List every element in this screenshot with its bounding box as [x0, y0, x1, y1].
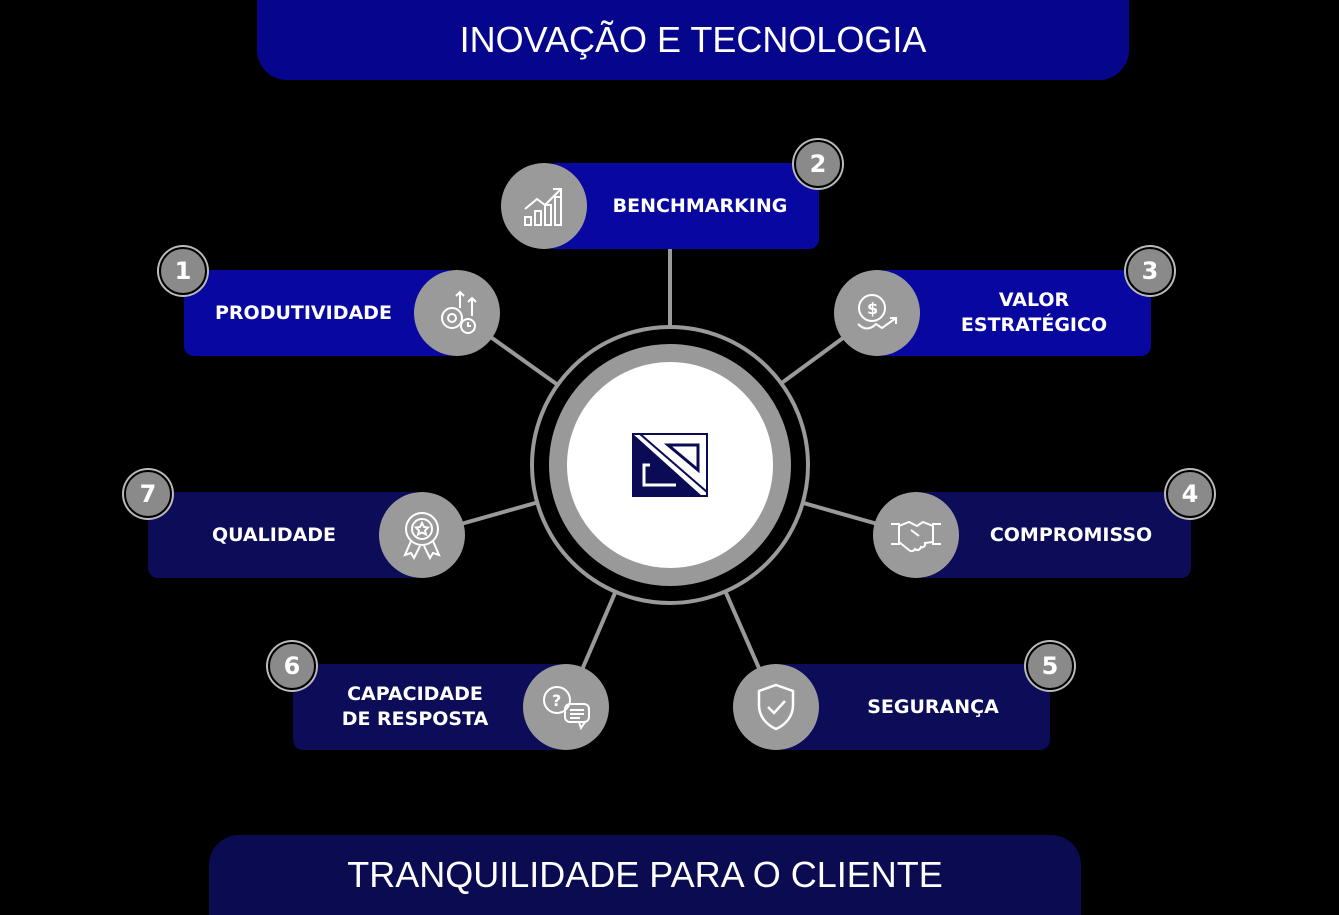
footer-banner: TRANQUILIDADE PARA O CLIENTE	[209, 835, 1081, 915]
gear-growth-icon	[414, 270, 500, 356]
item-valor-estrategico: VALOR ESTRATÉGICO	[877, 270, 1151, 356]
header-banner: INOVAÇÃO E TECNOLOGIA	[257, 0, 1129, 80]
shield-check-icon	[733, 664, 819, 750]
item-label: PRODUTIVIDADE	[215, 301, 392, 324]
badge-4: 4	[1166, 470, 1214, 518]
item-capacidade-de-resposta: CAPACIDADE DE RESPOSTA	[293, 664, 567, 750]
award-badge-icon	[379, 492, 465, 578]
item-label: BENCHMARKING	[612, 194, 788, 217]
item-compromisso: COMPROMISSO	[917, 492, 1191, 578]
item-qualidade: QUALIDADE	[148, 492, 422, 578]
badge-3: 3	[1126, 247, 1174, 295]
badge-1: 1	[159, 247, 207, 295]
item-label: QUALIDADE	[211, 523, 337, 546]
item-label: SEGURANÇA	[867, 695, 999, 718]
badge-2: 2	[794, 140, 842, 188]
bar-chart-growth-icon	[501, 163, 587, 249]
item-label: VALOR ESTRATÉGICO	[960, 289, 1108, 336]
item-produtividade: PRODUTIVIDADE	[184, 270, 458, 356]
center-logo-circle	[549, 344, 791, 586]
item-benchmarking: BENCHMARKING	[545, 163, 819, 249]
badge-5: 5	[1026, 642, 1074, 690]
item-label: COMPROMISSO	[989, 523, 1153, 546]
chat-question-icon: ?	[523, 664, 609, 750]
badge-6: 6	[268, 642, 316, 690]
svg-text:$: $	[867, 299, 878, 318]
svg-text:?: ?	[552, 691, 561, 710]
dollar-growth-icon: $	[834, 270, 920, 356]
item-seguranca: SEGURANÇA	[776, 664, 1050, 750]
company-logo-icon	[632, 433, 708, 497]
handshake-icon	[873, 492, 959, 578]
item-label: CAPACIDADE DE RESPOSTA	[341, 683, 489, 730]
badge-7: 7	[124, 470, 172, 518]
